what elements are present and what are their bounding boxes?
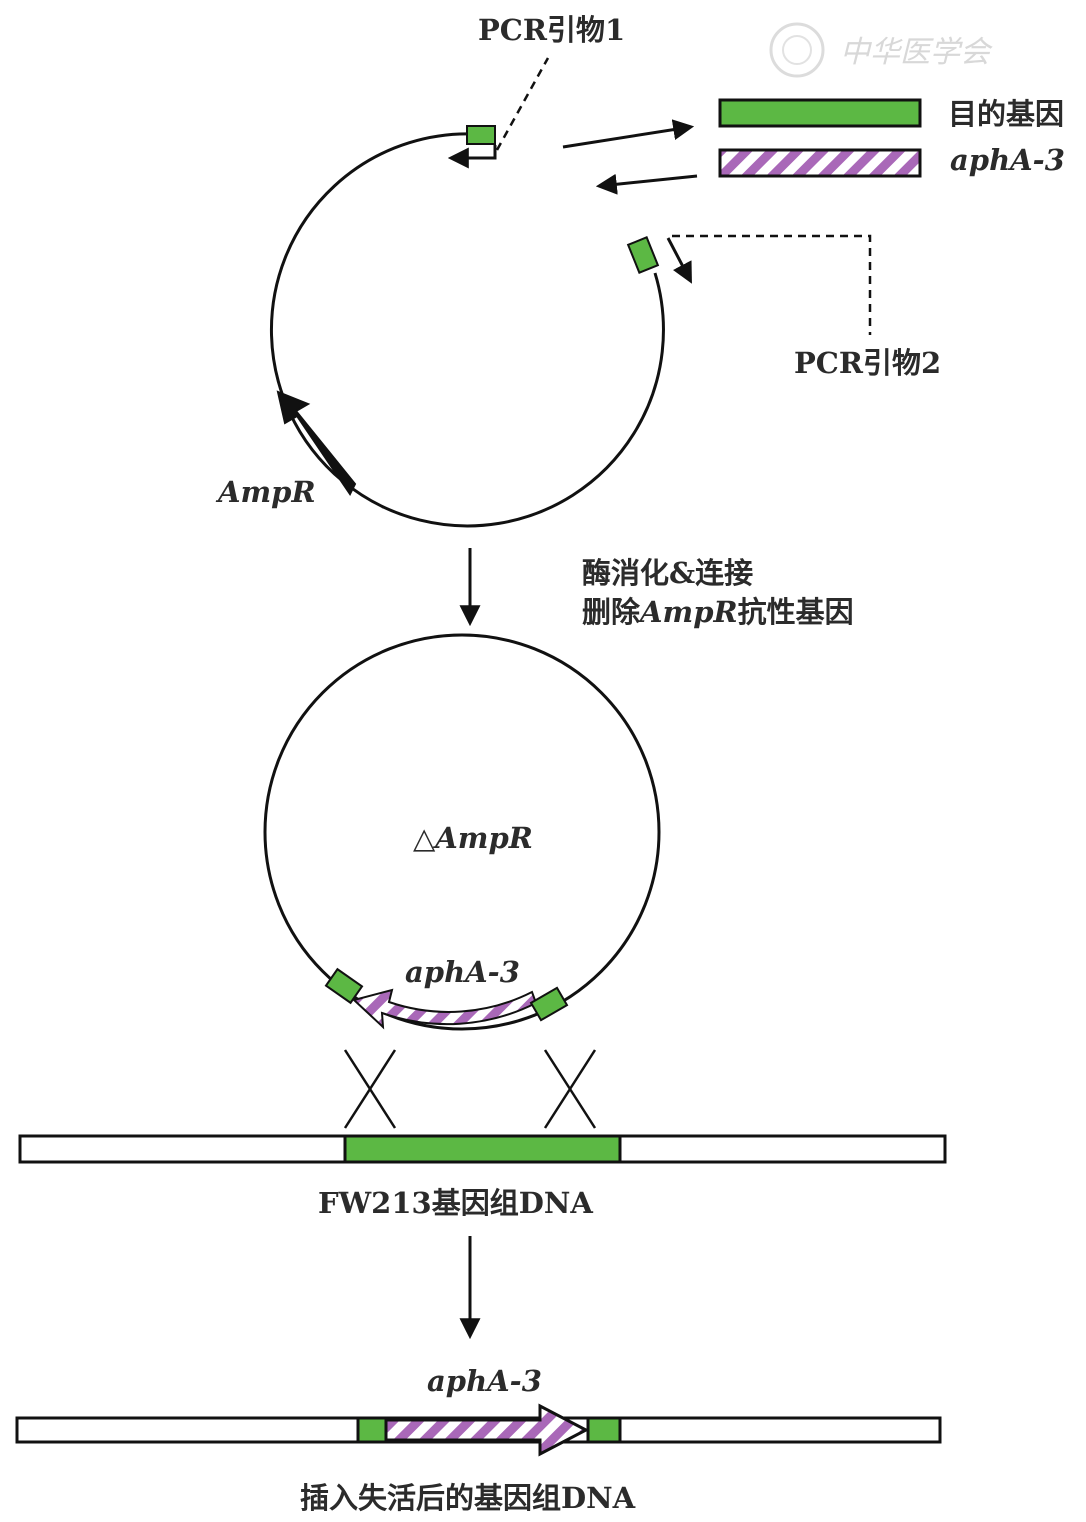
genome-dna: FW213基因组DNA (18, 1134, 947, 1220)
primer2-arrow (666, 237, 692, 284)
final-right-homology (586, 1416, 622, 1444)
step1-text-line1: 酶消化&连接 (582, 556, 753, 590)
apha3-final-label: aphA-3 (427, 1364, 542, 1398)
apha3-plasmid-arrow (351, 988, 538, 1030)
primer1-arrow (447, 145, 497, 169)
plasmid-backbone (269, 132, 665, 528)
genome-label: FW213基因组DNA (318, 1186, 593, 1220)
original-plasmid: AmpR PCR引物1 PCR引物2 (215, 13, 941, 528)
legend: 目的基因 aphA-3 (718, 97, 1065, 178)
primer2-leader (672, 234, 872, 335)
legend-apha3-label: aphA-3 (950, 143, 1065, 177)
step1-delete: 删除 (582, 595, 641, 629)
plasmid2-backbone (263, 633, 661, 1031)
legend-target-gene-label: 目的基因 (948, 97, 1064, 131)
step1-resistance-gene: 抗性基因 (738, 595, 854, 629)
apha3-plasmid-label: aphA-3 (405, 955, 520, 989)
primer1-site (466, 125, 496, 145)
primer1-leader (495, 57, 550, 151)
watermark: 中华医学会 (769, 22, 993, 78)
delta-ampr-label: △AmpR (413, 821, 533, 855)
final-left-homology (356, 1416, 388, 1444)
plasmid2-right-homology (529, 986, 569, 1022)
arrow-to-insert (562, 119, 695, 149)
arrow-from-insert (595, 173, 698, 195)
primer2-label: PCR引物2 (794, 346, 941, 380)
final-genome-dna: aphA-3 插入失活后的基因组DNA (15, 1364, 942, 1515)
genome-target-region (343, 1134, 622, 1164)
plasmid2-left-homology (324, 967, 364, 1005)
legend-target-gene-swatch (718, 98, 922, 128)
legend-apha3-swatch (718, 148, 922, 178)
modified-plasmid: △AmpR aphA-3 (263, 633, 661, 1031)
primer2-site (626, 236, 660, 274)
ampr-gene-arrow (276, 390, 357, 496)
watermark-seal-icon (769, 22, 825, 78)
step1-text-line2: 删除AmpR抗性基因 (582, 595, 854, 629)
crossover-marks (343, 1049, 597, 1129)
primer1-label: PCR引物1 (478, 13, 625, 47)
final-genome-label: 插入失活后的基因组DNA (300, 1481, 636, 1515)
ampr-label: AmpR (215, 475, 316, 509)
watermark-text: 中华医学会 (840, 35, 993, 70)
step1-ampr: AmpR (637, 595, 738, 629)
final-apha3-arrow (384, 1403, 590, 1457)
